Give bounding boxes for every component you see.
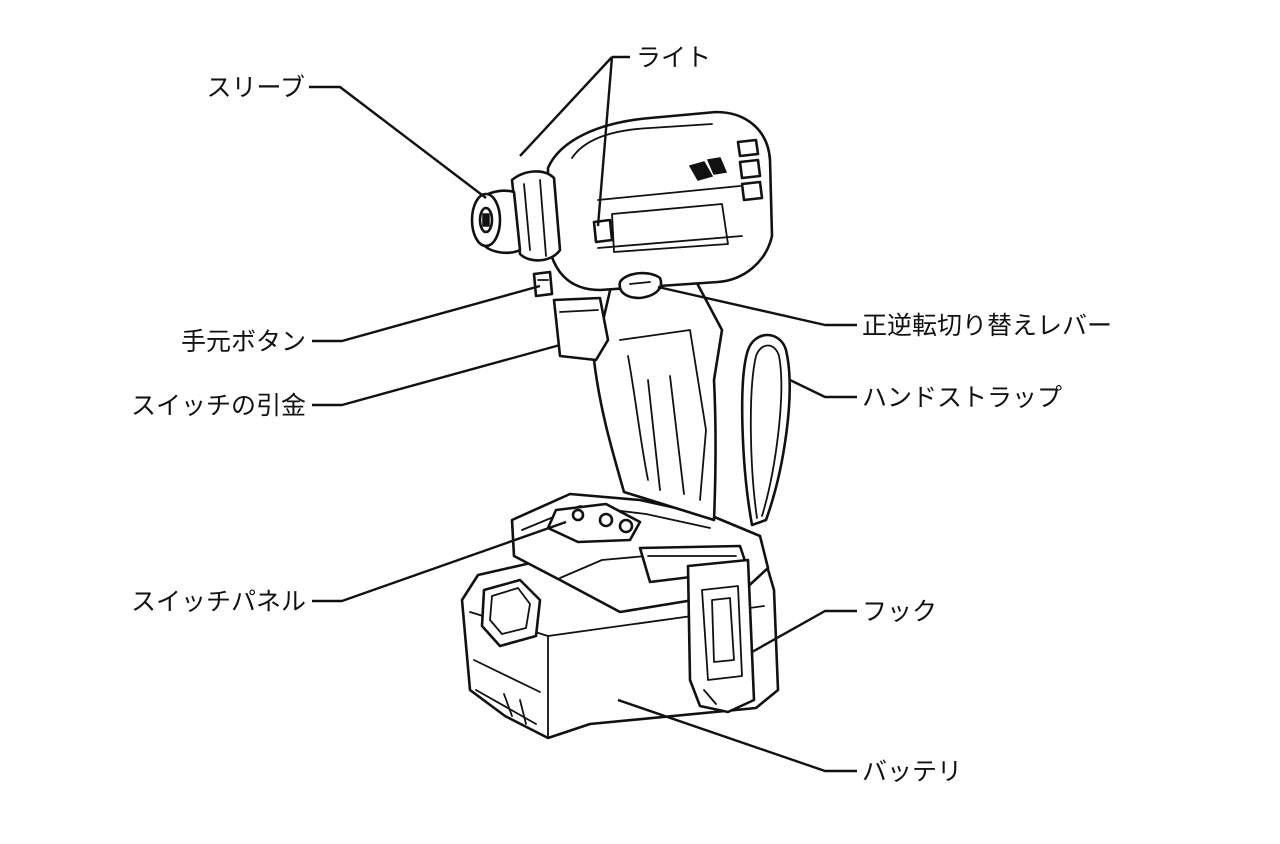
label-hand-strap: ハンドストラップ [862,383,1062,412]
leader-hand-strap [789,378,857,399]
label-switch-panel: スイッチパネル [131,587,306,616]
label-trigger: スイッチの引金 [131,391,306,420]
leader-sleeve [309,85,487,199]
leader-switch-panel [312,520,567,603]
leader-hand-button [312,284,541,343]
grip-drawing [592,268,724,522]
front-drawing [470,170,562,298]
hand-strap-drawing [740,333,791,527]
label-hook: フック [862,597,937,626]
label-reverse-lever: 正逆転切り替えレバー [862,311,1112,340]
head-drawing [546,110,774,300]
leader-battery [617,698,857,773]
trigger-drawing [552,296,610,362]
label-light: ライト [636,43,711,72]
impact-driver-illustration [460,110,791,740]
label-hand-button: 手元ボタン [181,327,306,356]
part-labels: スリーブ ライト 手元ボタン スイッチの引金 正逆転切り替えレバー ハンドストラ… [131,43,1112,786]
label-sleeve: スリーブ [206,73,305,102]
leader-lines [309,55,857,773]
label-battery: バッテリ [862,757,962,786]
leader-reverse-lever [657,285,857,327]
hook-drawing [686,558,756,714]
leader-hook [751,609,857,654]
leader-light-right [596,56,614,227]
leader-trigger [312,343,561,407]
leader-light-left [519,56,613,157]
